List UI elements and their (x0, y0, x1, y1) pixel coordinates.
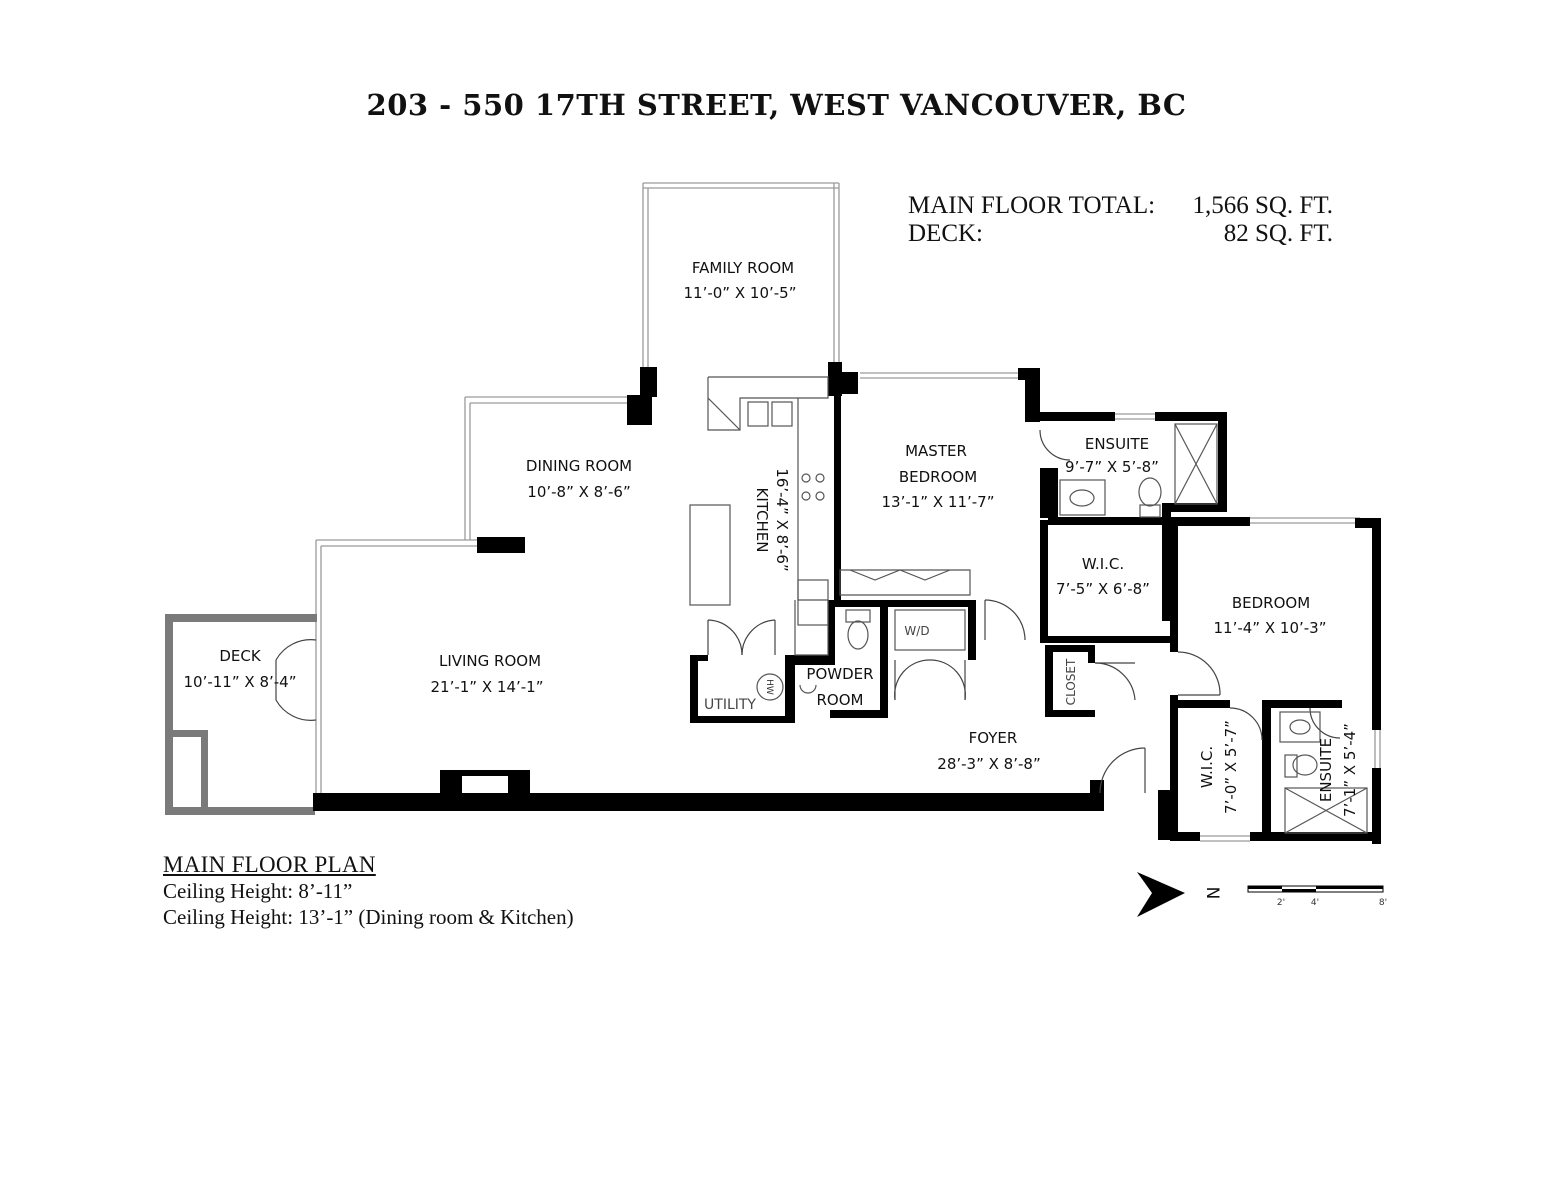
compass: N (1137, 872, 1222, 917)
powder-room-label-2: ROOM (817, 691, 864, 709)
deck-walls (165, 614, 317, 815)
doors (275, 429, 1341, 794)
scale-tick-8: 8' (1379, 898, 1387, 908)
deck-total-value: 82 SQ. FT. (1223, 220, 1333, 247)
bedroom-wic-label: W.I.C. (1198, 746, 1216, 788)
master-bedroom-dims: 13’-1” X 11’-7” (882, 493, 995, 511)
family-room-label: FAMILY ROOM (692, 259, 794, 277)
ceiling-height-note: Ceiling Height: 8’-11” (163, 879, 353, 903)
deck-dims: 10’-11” X 8’-4” (184, 673, 297, 691)
main-floor-total-label: MAIN FLOOR TOTAL: (908, 192, 1156, 219)
main-floor-total-row: MAIN FLOOR TOTAL: 1,566 SQ. FT. (908, 192, 1333, 220)
kitchen-dims: 16’-4” X 8’-6” (773, 468, 791, 571)
foyer-label: FOYER (969, 729, 1018, 747)
area-totals: MAIN FLOOR TOTAL: 1,566 SQ. FT. DECK: 82… (908, 192, 1333, 248)
living-room-dims: 21’-1” X 14’-1” (431, 678, 544, 696)
dining-room-dims: 10’-8” X 8’-6” (527, 483, 630, 501)
ceiling-height-note-dining-kitchen: Ceiling Height: 13’-1” (Dining room & Ki… (163, 905, 574, 929)
north-label: N (1202, 887, 1222, 900)
north-arrow-icon (1137, 872, 1185, 917)
scale-tick-2: 2' (1277, 898, 1285, 908)
scale-bar: 2' 4' 8' (1247, 885, 1387, 908)
bedroom-label: BEDROOM (1232, 594, 1310, 612)
page-title: 203 - 550 17TH STREET, WEST VANCOUVER, B… (366, 88, 1187, 122)
deck-total-label: DECK: (908, 220, 983, 247)
bedroom-dims: 11’-4” X 10’-3” (1214, 619, 1327, 637)
kitchen-label: KITCHEN (753, 488, 771, 553)
main-floor-total-value: 1,566 SQ. FT. (1192, 192, 1333, 219)
bedroom-ensuite-dims: 7’-1” X 5’-4” (1341, 723, 1359, 817)
scale-tick-4: 4' (1311, 898, 1319, 908)
deck-label: DECK (219, 647, 262, 665)
wd-label: W/D (904, 624, 929, 638)
master-ensuite-label: ENSUITE (1085, 435, 1149, 453)
master-ensuite-dims: 9’-7” X 5’-8” (1065, 458, 1159, 476)
bedroom-wic-dims: 7’-0” X 5’-7” (1222, 720, 1240, 814)
utility-label: UTILITY (704, 697, 756, 713)
deck-total-row: DECK: 82 SQ. FT. (908, 220, 1333, 248)
master-wic-label: W.I.C. (1082, 555, 1124, 573)
dining-room-label: DINING ROOM (526, 457, 632, 475)
fixtures (689, 376, 1368, 834)
bedroom-ensuite-label: ENSUITE (1317, 738, 1335, 802)
master-bedroom-label-1: MASTER (905, 442, 967, 460)
master-bedroom-label-2: BEDROOM (899, 468, 977, 486)
walls (313, 362, 1381, 844)
living-room-label: LIVING ROOM (439, 652, 541, 670)
plan-notes: MAIN FLOOR PLAN Ceiling Height: 8’-11” C… (163, 852, 574, 930)
powder-room-label-1: POWDER (806, 665, 873, 683)
master-wic-dims: 7’-5” X 6’-8” (1056, 580, 1150, 598)
foyer-dims: 28’-3” X 8’-8” (937, 755, 1040, 773)
plan-heading: MAIN FLOOR PLAN (163, 852, 376, 877)
windows (315, 182, 1381, 842)
family-room-dims: 11’-0” X 10’-5” (684, 284, 797, 302)
hw-label: HW (764, 679, 774, 695)
room-labels: FAMILY ROOM 11’-0” X 10’-5” DINING ROOM … (184, 259, 1359, 817)
closet-label: CLOSET (1064, 658, 1078, 705)
